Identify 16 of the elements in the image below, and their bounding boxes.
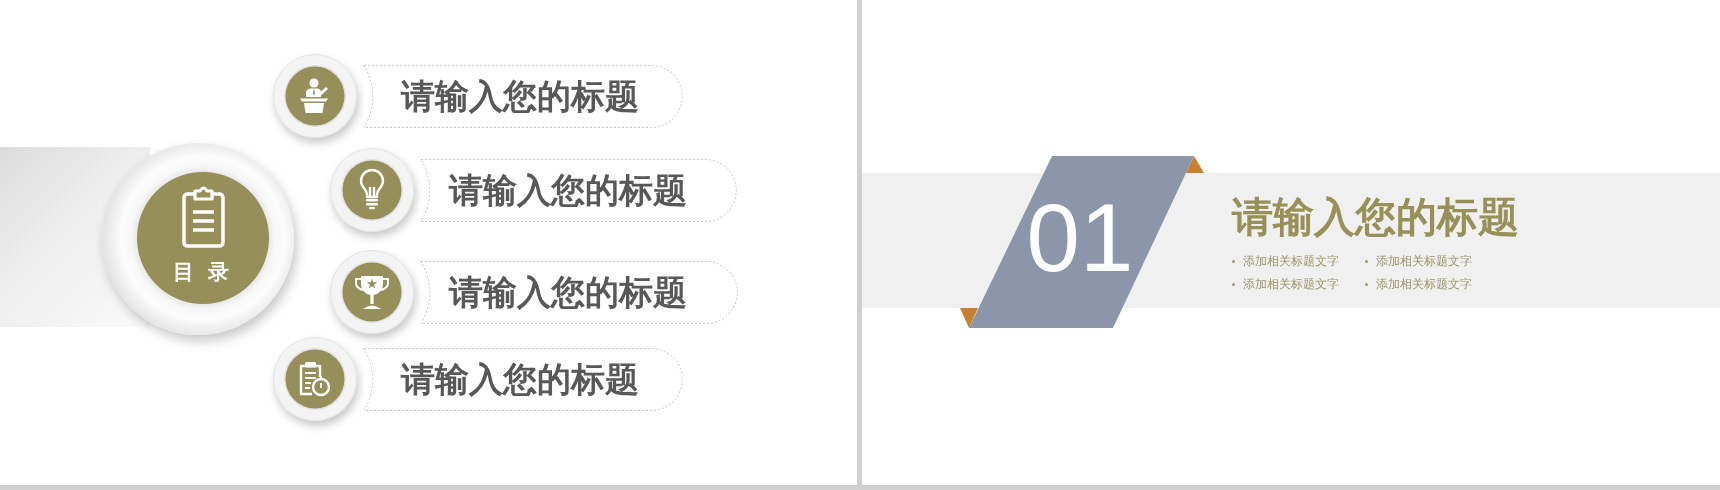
parallelogram-banner — [960, 156, 1204, 328]
title-capsule — [420, 158, 737, 222]
bullet-text: 添加相关标题文字 — [1243, 253, 1339, 269]
title-capsule — [363, 64, 683, 128]
menu-label: 目录 — [173, 260, 229, 284]
title-capsule — [363, 347, 683, 411]
bullet-text: 添加相关标题文字 — [1243, 276, 1339, 292]
title-text: 请输入您的标题 — [449, 271, 688, 312]
section-title: 请输入您的标题 — [1232, 194, 1519, 240]
bullet-text: 添加相关标题文字 — [1376, 276, 1472, 292]
title-capsule — [420, 260, 738, 324]
bullet-text: 添加相关标题文字 — [1376, 253, 1472, 269]
title-text: 请输入您的标题 — [401, 75, 640, 116]
title-text: 请输入您的标题 — [401, 358, 640, 399]
title-text: 请输入您的标题 — [449, 169, 688, 210]
section-number: 01 — [1026, 190, 1134, 286]
